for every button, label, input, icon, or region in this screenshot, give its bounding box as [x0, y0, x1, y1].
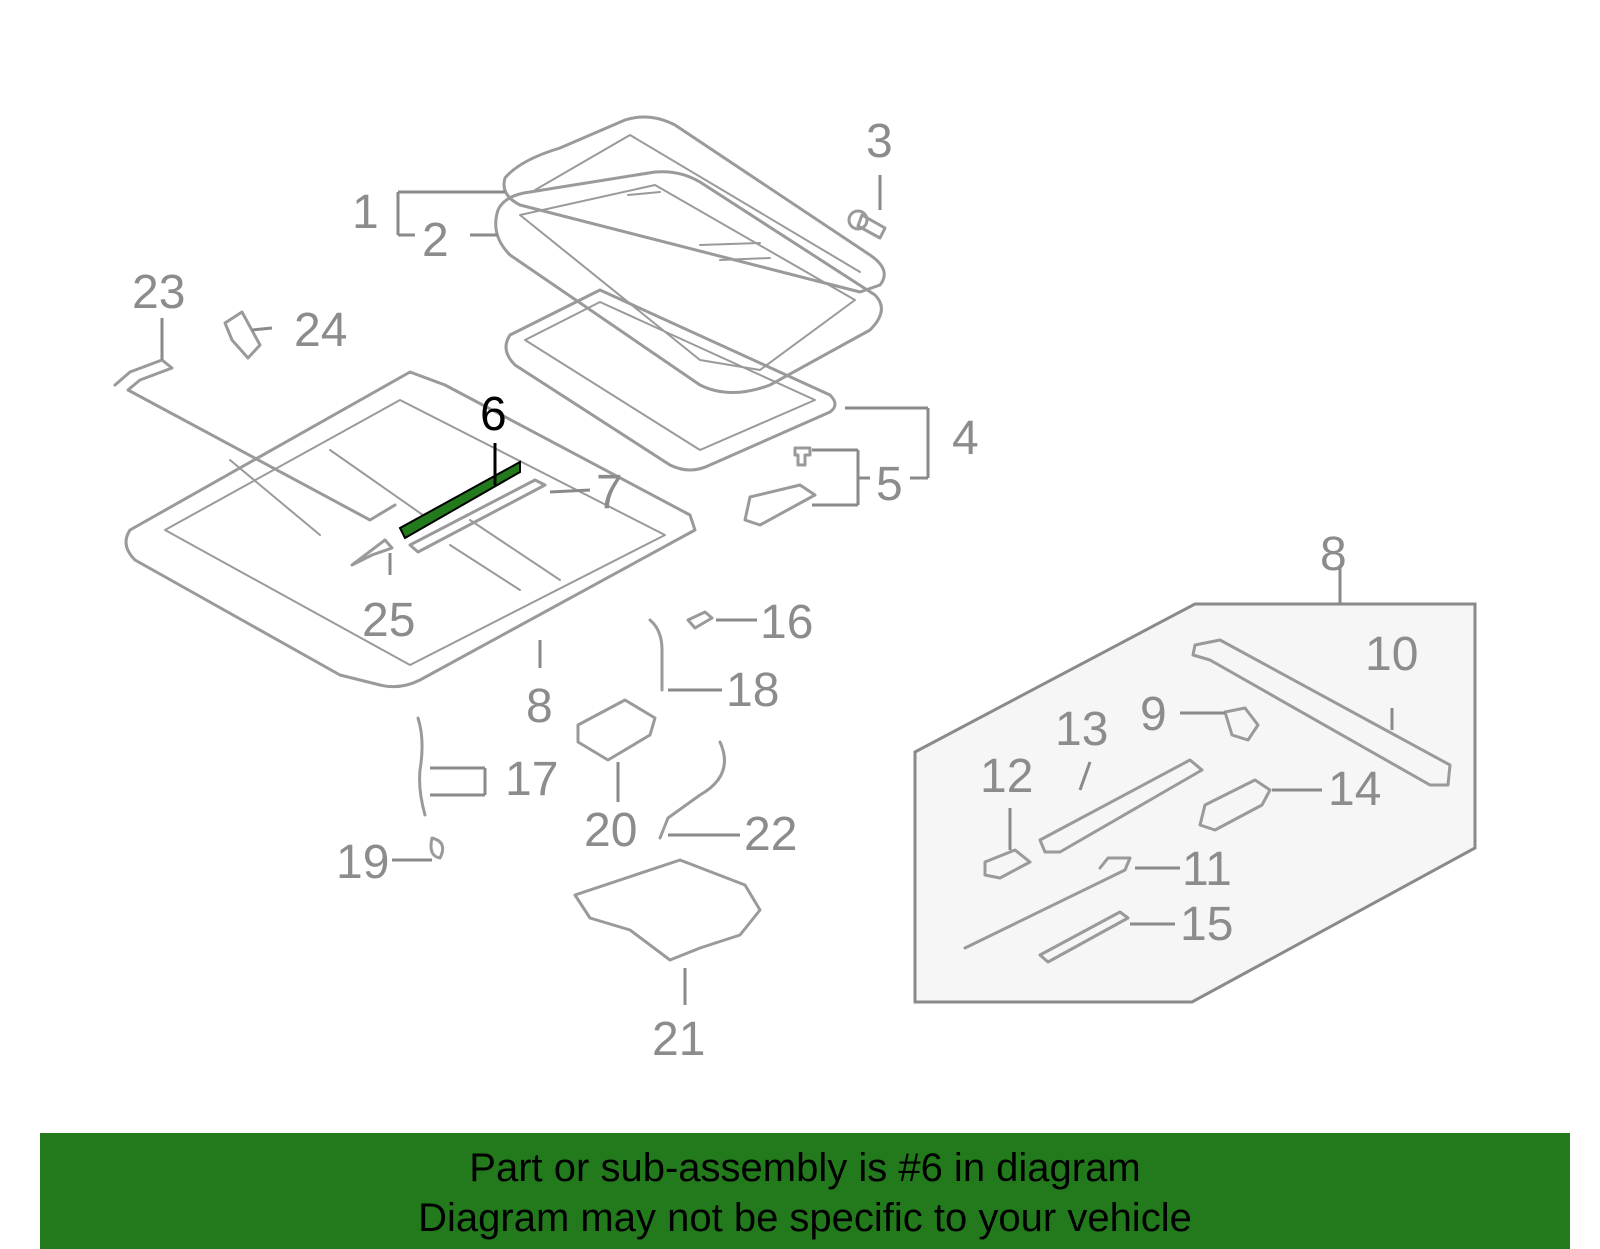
part-1-glass-panel[interactable] [502, 115, 886, 294]
banner-line-2: Diagram may not be specific to your vehi… [418, 1196, 1192, 1240]
part-7-seal[interactable] [408, 478, 547, 554]
part-4-frame[interactable] [504, 288, 837, 472]
callout-21: 21 [652, 1013, 705, 1066]
part-24-bracket[interactable] [223, 310, 262, 360]
callout-12: 12 [980, 750, 1033, 803]
callout-23: 23 [132, 266, 185, 319]
part-2-glass[interactable] [494, 170, 883, 394]
callout-24: 24 [294, 304, 347, 357]
part-25-clip[interactable] [350, 538, 394, 567]
callout-25: 25 [362, 594, 415, 647]
part-13-motor-housing[interactable] [1038, 758, 1204, 854]
callout-6: 6 [480, 388, 507, 441]
callout-3: 3 [866, 115, 893, 168]
part-8-main-frame[interactable] [124, 370, 697, 689]
part-23-drain-cable[interactable] [113, 358, 397, 522]
part-3-bolt[interactable] [847, 209, 887, 240]
part-17-hose[interactable] [416, 716, 427, 817]
banner-line-1: Part or sub-assembly is #6 in diagram [469, 1146, 1141, 1190]
callout-2: 2 [422, 214, 449, 267]
callout-5: 5 [876, 458, 903, 511]
callout-8: 8 [526, 680, 553, 733]
callout-18: 18 [726, 664, 779, 717]
part-6-highlighted[interactable] [398, 460, 521, 540]
part-22-hose[interactable] [658, 740, 726, 840]
part-18-hose[interactable] [648, 618, 664, 692]
part-21-tray[interactable] [573, 858, 762, 962]
callout-19: 19 [336, 836, 389, 889]
leader-lines [160, 175, 1394, 1005]
callout-7: 7 [596, 466, 623, 519]
callout-11: 11 [1182, 843, 1232, 896]
part-19-connector[interactable] [429, 836, 445, 860]
part-14-switch[interactable] [1198, 778, 1272, 832]
callout-4: 4 [952, 412, 979, 465]
callout-8-inset: 8 [1320, 528, 1347, 581]
part-5-clips[interactable] [743, 446, 817, 527]
part-12-cap[interactable] [983, 848, 1032, 880]
part-11-cable[interactable] [963, 856, 1132, 950]
callout-17: 17 [505, 753, 558, 806]
part-10-rail[interactable] [1191, 638, 1452, 787]
callout-16: 16 [760, 596, 813, 649]
callout-20: 20 [584, 804, 637, 857]
callout-1: 1 [352, 186, 379, 239]
callout-13: 13 [1055, 703, 1108, 756]
callout-9: 9 [1140, 688, 1167, 741]
callout-15: 15 [1180, 898, 1233, 951]
part-15-guide[interactable] [1038, 910, 1130, 964]
part-20-bracket[interactable] [576, 698, 657, 762]
inset-box [913, 602, 1477, 1004]
callout-22: 22 [744, 808, 797, 861]
part-16-clip[interactable] [686, 610, 714, 630]
part-9-bracket[interactable] [1223, 706, 1260, 742]
info-banner: Part or sub-assembly is #6 in diagram Di… [40, 1133, 1570, 1249]
callout-10: 10 [1365, 628, 1418, 681]
callout-14: 14 [1328, 763, 1381, 816]
